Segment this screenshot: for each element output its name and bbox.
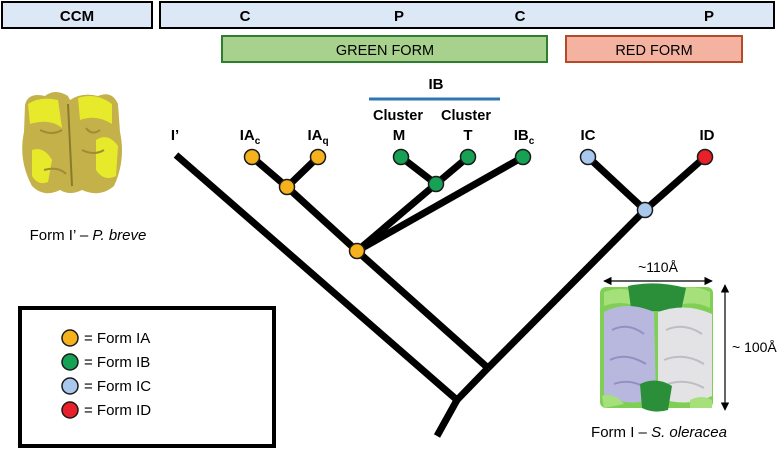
left-structure-caption: Form I’ – P. breve — [30, 227, 147, 244]
node-green-ancestor — [348, 242, 366, 260]
legend-label-ib: = Form IB — [84, 354, 150, 371]
node-mt-ancestor — [427, 175, 445, 193]
branch-red-clade — [485, 207, 648, 371]
tip-label-ic: IC — [581, 127, 596, 144]
tip-label-m: M — [393, 127, 406, 144]
tip-label-t: T — [463, 127, 472, 144]
height-dimension-label: ~ 100Å — [732, 339, 777, 355]
branch-ic — [585, 154, 648, 213]
right-structure-caption: Form I – S. oleracea — [591, 424, 727, 441]
legend-label-id: = Form ID — [84, 402, 151, 419]
node-id — [696, 148, 714, 166]
branch-id — [642, 154, 708, 213]
legend-swatch-id — [61, 401, 79, 419]
node-ia-q — [309, 148, 327, 166]
branch-i-prime — [173, 152, 460, 403]
green-form-bar — [221, 35, 548, 63]
tip-label-i-prime: I’ — [171, 127, 179, 144]
width-dimension-label: ~110Å — [638, 259, 678, 275]
branch-ib-c — [355, 153, 525, 255]
legend-swatch-ib — [61, 353, 79, 371]
branch-ia — [284, 184, 360, 254]
node-ib-c — [514, 148, 532, 166]
legend-label-ia: = Form IA — [84, 330, 150, 347]
node-ic — [579, 148, 597, 166]
legend-swatch-ic — [61, 377, 79, 395]
branch-green-clade — [354, 248, 491, 371]
ccm-label: CCM — [60, 8, 94, 25]
node-m — [392, 148, 410, 166]
form-i-structure-image — [600, 283, 713, 412]
node-red-ancestor — [636, 201, 654, 219]
ib-group-label: IB — [429, 76, 444, 93]
phase-label-c1: C — [240, 8, 251, 25]
tip-label-id: ID — [700, 127, 715, 144]
legend-box — [18, 306, 276, 448]
phase-label-p2: P — [704, 8, 714, 25]
tip-label-ib-c: IBc — [514, 127, 535, 147]
node-ia-c — [243, 148, 261, 166]
tip-label-ia-q: IAq — [307, 127, 328, 147]
legend-label-ic: = Form IC — [84, 378, 151, 395]
branch-root-to-right — [454, 365, 491, 403]
tree-nodes — [243, 148, 714, 260]
ccm-bar — [1, 1, 153, 29]
form-i-prime-structure-image — [22, 92, 123, 194]
legend: = Form IA = Form IB = Form IC = Form ID — [18, 306, 276, 448]
carbon-phase-bar — [159, 1, 775, 29]
phase-label-p1: P — [394, 8, 404, 25]
red-form-label: RED FORM — [615, 43, 692, 59]
tip-label-ia-c: IAc — [240, 127, 261, 147]
node-ia-ancestor — [278, 178, 296, 196]
legend-swatch-ia — [61, 329, 79, 347]
cluster-m-label: Cluster — [373, 108, 423, 124]
node-t — [459, 148, 477, 166]
cluster-t-label: Cluster — [441, 108, 491, 124]
red-form-bar — [565, 35, 743, 63]
phase-label-c2: C — [515, 8, 526, 25]
green-form-label: GREEN FORM — [336, 43, 434, 59]
root-branch — [433, 398, 461, 438]
